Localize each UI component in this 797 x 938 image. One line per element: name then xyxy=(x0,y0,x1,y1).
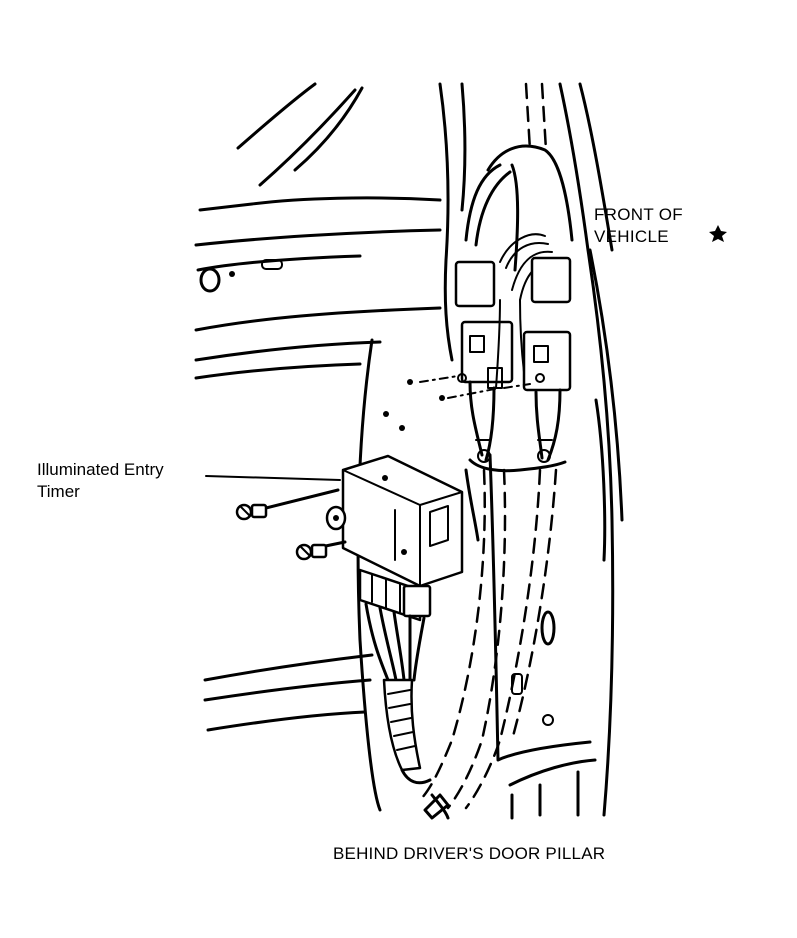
inner-panel xyxy=(203,338,445,812)
timer-leader-line xyxy=(205,475,341,481)
door-pillar xyxy=(423,82,624,820)
door-frame xyxy=(194,82,442,380)
upper-harness xyxy=(454,144,574,463)
diagram-caption: BEHIND DRIVER'S DOOR PILLAR xyxy=(333,844,606,863)
timer-module xyxy=(325,454,464,785)
screw-upper xyxy=(235,488,340,521)
mount-leaders xyxy=(419,375,531,399)
screw-lower xyxy=(295,540,347,561)
star-icon xyxy=(709,225,727,242)
front-of-vehicle-label: FRONT OF VEHICLE xyxy=(594,205,683,246)
timer-label: Illuminated Entry Timer xyxy=(37,460,164,501)
routed-harness xyxy=(418,458,567,810)
